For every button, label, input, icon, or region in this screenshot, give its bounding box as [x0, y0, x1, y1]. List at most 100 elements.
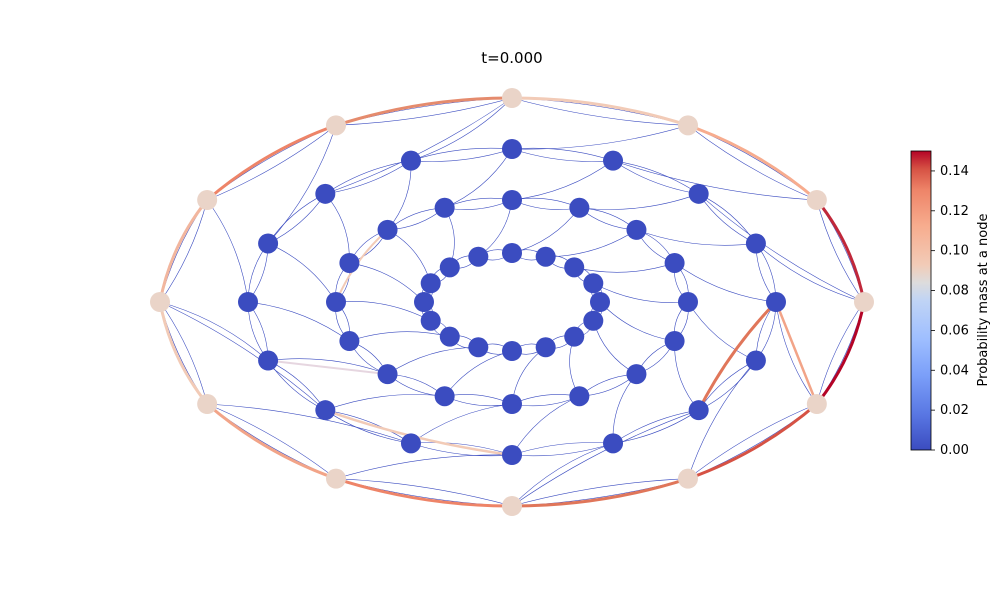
thin-edge	[159, 301, 208, 405]
thin-edge	[612, 160, 699, 195]
thin-edge	[687, 403, 817, 479]
colorbar-tick-label: 0.14	[940, 164, 969, 179]
flow-edge	[206, 402, 337, 481]
node	[590, 292, 610, 312]
node	[603, 433, 624, 454]
thin-edge	[636, 229, 756, 246]
node	[420, 310, 441, 331]
outer-node	[678, 468, 698, 489]
thin-edge	[335, 97, 513, 126]
node	[258, 350, 279, 371]
thin-edge	[511, 97, 689, 126]
colorbar-tick-label: 0.04	[940, 363, 969, 378]
thin-edge	[511, 147, 614, 161]
chart-title: t=0.000	[481, 49, 542, 67]
thin-edge	[444, 199, 513, 210]
node	[745, 233, 766, 254]
thin-edge	[410, 403, 513, 444]
node	[745, 350, 766, 371]
thin-edge	[387, 229, 431, 284]
node	[564, 257, 585, 278]
node	[626, 219, 647, 240]
flow-edge	[335, 477, 513, 508]
node	[434, 197, 455, 218]
flow-edge	[158, 301, 209, 405]
node	[434, 386, 455, 407]
node	[688, 183, 709, 204]
thin-edge	[816, 199, 865, 303]
thin-edge	[511, 443, 614, 457]
thin-edge	[247, 301, 350, 342]
thin-edge	[410, 97, 513, 161]
thin-edge	[207, 403, 412, 444]
thin-edge	[511, 443, 614, 507]
thin-edge	[410, 442, 513, 456]
thin-edge	[268, 358, 388, 375]
node	[564, 326, 585, 347]
thin-edge	[349, 262, 425, 303]
thin-edge	[511, 394, 580, 405]
node	[400, 433, 421, 454]
thin-edge	[698, 360, 757, 411]
thin-edge	[511, 125, 689, 150]
flow-edge	[697, 300, 778, 411]
outer-node	[150, 292, 170, 312]
thin-edge	[267, 125, 337, 244]
thin-edge	[159, 199, 208, 303]
flow-edges	[158, 96, 866, 508]
thin-edge	[159, 301, 208, 405]
outer-node	[854, 292, 874, 312]
node	[569, 197, 590, 218]
flow-edge	[511, 96, 689, 127]
outer-node	[502, 88, 522, 108]
thin-edge	[816, 199, 865, 303]
thin-edge	[325, 193, 350, 263]
thin-edge	[325, 394, 445, 411]
flow-edge	[206, 123, 337, 202]
thin-edge	[335, 454, 513, 479]
colorbar-tick-label: 0.10	[940, 244, 969, 259]
thin-edge	[574, 262, 675, 273]
thin-edge	[674, 341, 699, 411]
thin-edge	[410, 147, 513, 161]
thin-edge	[511, 199, 580, 210]
flow-edge	[815, 199, 866, 303]
thin-edge	[687, 301, 757, 361]
thin-edge	[511, 478, 689, 507]
colorbar-tick-label: 0.02	[940, 403, 969, 418]
node	[468, 246, 489, 267]
thin-edge	[511, 409, 699, 507]
node	[569, 386, 590, 407]
thin-edge	[349, 331, 450, 342]
thin-edge	[267, 193, 326, 244]
node	[583, 273, 604, 294]
node	[678, 292, 698, 312]
outer-node	[806, 190, 827, 210]
outer-node	[197, 394, 218, 414]
flow-edge	[511, 477, 689, 508]
thin-edge	[444, 350, 513, 397]
node	[414, 292, 434, 312]
node	[502, 394, 522, 414]
thin-edge	[267, 193, 326, 244]
flow-edge	[267, 359, 388, 376]
node	[502, 190, 522, 210]
thin-edge	[335, 478, 513, 507]
node	[664, 252, 685, 273]
node	[339, 331, 360, 352]
thin-edge	[612, 160, 817, 201]
thin-edge	[579, 193, 699, 210]
node	[583, 310, 604, 331]
node	[400, 150, 421, 171]
node	[766, 292, 786, 312]
thin-edge	[599, 301, 675, 342]
flow-edge	[335, 96, 513, 127]
flow-edge	[158, 199, 209, 303]
thin-edge	[775, 301, 818, 405]
thin-edge	[674, 262, 777, 303]
thin-edge	[698, 360, 757, 411]
flow-edge	[774, 301, 819, 405]
thin-edge	[444, 395, 513, 407]
flow-edge	[687, 123, 818, 202]
node	[664, 331, 685, 352]
